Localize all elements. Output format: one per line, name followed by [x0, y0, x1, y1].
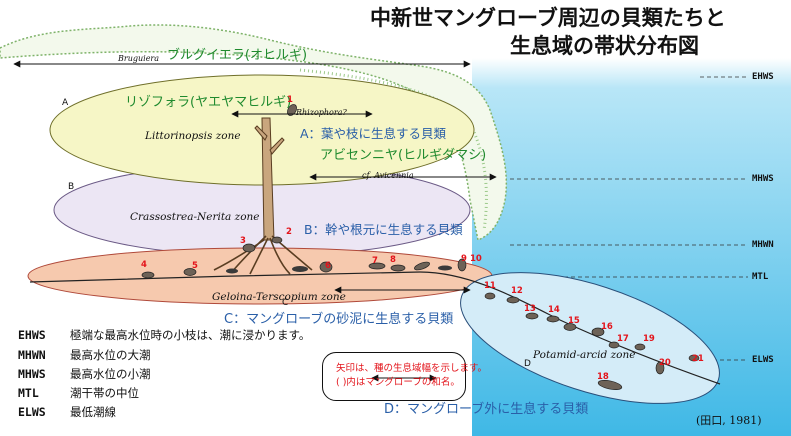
- zone-a-letter: A: [62, 98, 69, 108]
- legend-desc-mhwn: 最高水位の大潮: [70, 348, 151, 362]
- shell-number-4: 4: [141, 260, 147, 270]
- zone-d-letter: D: [524, 359, 531, 369]
- zone-c-caption: C：マングローブの砂泥に生息する貝類: [224, 312, 454, 327]
- shell-number-12: 12: [511, 286, 523, 296]
- shell-number-14: 14: [548, 305, 560, 315]
- shell-number-3: 3: [240, 236, 246, 246]
- legend-abbr-mhws: MHWS: [18, 367, 46, 381]
- shell-number-20: 20: [659, 358, 671, 368]
- shell-number-1: 1: [287, 95, 293, 105]
- mud-clumps: [226, 265, 452, 274]
- tide-level-elws: ELWS: [752, 355, 774, 365]
- legend-abbr-elws: ELWS: [18, 405, 46, 419]
- arrow-note-box: [322, 352, 466, 401]
- zone-d-name: Potamid-arcid zone: [533, 349, 636, 361]
- shell-number-19: 19: [643, 334, 655, 344]
- zone-c-name: Geloina-Terscopium zone: [212, 291, 346, 303]
- tide-level-mtl: MTL: [752, 272, 769, 282]
- avicennia-latin: cf. Avicennia: [362, 171, 414, 180]
- zone-c-letter: C: [282, 298, 289, 308]
- title-line-1: 中新世マングローブ周辺の貝類たちと: [370, 6, 726, 30]
- zone-b-letter: B: [68, 182, 75, 192]
- legend-desc-ehws: 極端な最高水位時の小枝は、潮に浸かります。: [70, 328, 311, 342]
- legend-abbr-mtl: MTL: [18, 386, 39, 400]
- title-line-2: 生息域の帯状分布図: [510, 34, 699, 58]
- tide-level-mhws: MHWS: [752, 174, 774, 184]
- legend-desc-mtl: 潮干帯の中位: [70, 386, 139, 400]
- shell-number-17: 17: [617, 334, 629, 344]
- shell-number-11: 11: [484, 281, 496, 291]
- shell-number-7: 7: [372, 256, 378, 266]
- zone-b-caption: B：幹や根元に生息する貝類: [304, 222, 463, 237]
- tide-level-ehws: EHWS: [752, 72, 774, 82]
- avicennia-jp: アビセンニヤ(ヒルギダマシ): [320, 148, 487, 163]
- shell-number-8: 8: [390, 255, 396, 265]
- zone-a-caption: A：葉や枝に生息する貝類: [300, 126, 447, 141]
- legend-abbr-mhwn: MHWN: [18, 348, 46, 362]
- zone-a-name: Littorinopsis zone: [145, 130, 241, 142]
- bruguiera-latin: Bruguiera: [118, 54, 160, 63]
- bruguiera-jp: ブルグイエラ(オヒルギ): [167, 48, 308, 63]
- zone-d-ellipse: [460, 272, 720, 404]
- canopy-foliage: [0, 24, 508, 242]
- zone-b-name: Crassostrea-Nerita zone: [130, 211, 260, 223]
- citation: (田口, 1981): [696, 414, 762, 427]
- shell-number-9: 9: [461, 254, 467, 264]
- legend-desc-elws: 最低潮線: [70, 405, 116, 419]
- shell-number-6: 6: [325, 261, 331, 271]
- shell-number-15: 15: [568, 316, 580, 326]
- legend-abbr-ehws: EHWS: [18, 328, 46, 342]
- range-arrows: [13, 60, 497, 382]
- rhizophora-jp: リゾフォラ(ヤエヤマヒルギ): [125, 95, 292, 110]
- shell-number-2: 2: [286, 227, 292, 237]
- arrow-note-line-2: ( )内はマングローブの和名。: [336, 377, 460, 388]
- shell-number-21: 21: [692, 354, 704, 364]
- legend-desc-mhws: 最高水位の小潮: [70, 367, 151, 381]
- shell-number-18: 18: [597, 372, 609, 382]
- ground-line: [29, 271, 721, 385]
- rhizophora-latin: Rhizophora?: [296, 108, 347, 117]
- shell-number-16: 16: [601, 322, 613, 332]
- tide-level-mhwn: MHWN: [752, 240, 774, 250]
- shell-number-13: 13: [524, 304, 536, 314]
- zone-d-caption: D：マングローブ外に生息する貝類: [384, 402, 589, 417]
- shell-number-5: 5: [192, 261, 198, 271]
- shell-number-10: 10: [470, 254, 482, 264]
- arrow-note-line-1: 矢印は、種の生息域幅を示します。: [336, 363, 488, 374]
